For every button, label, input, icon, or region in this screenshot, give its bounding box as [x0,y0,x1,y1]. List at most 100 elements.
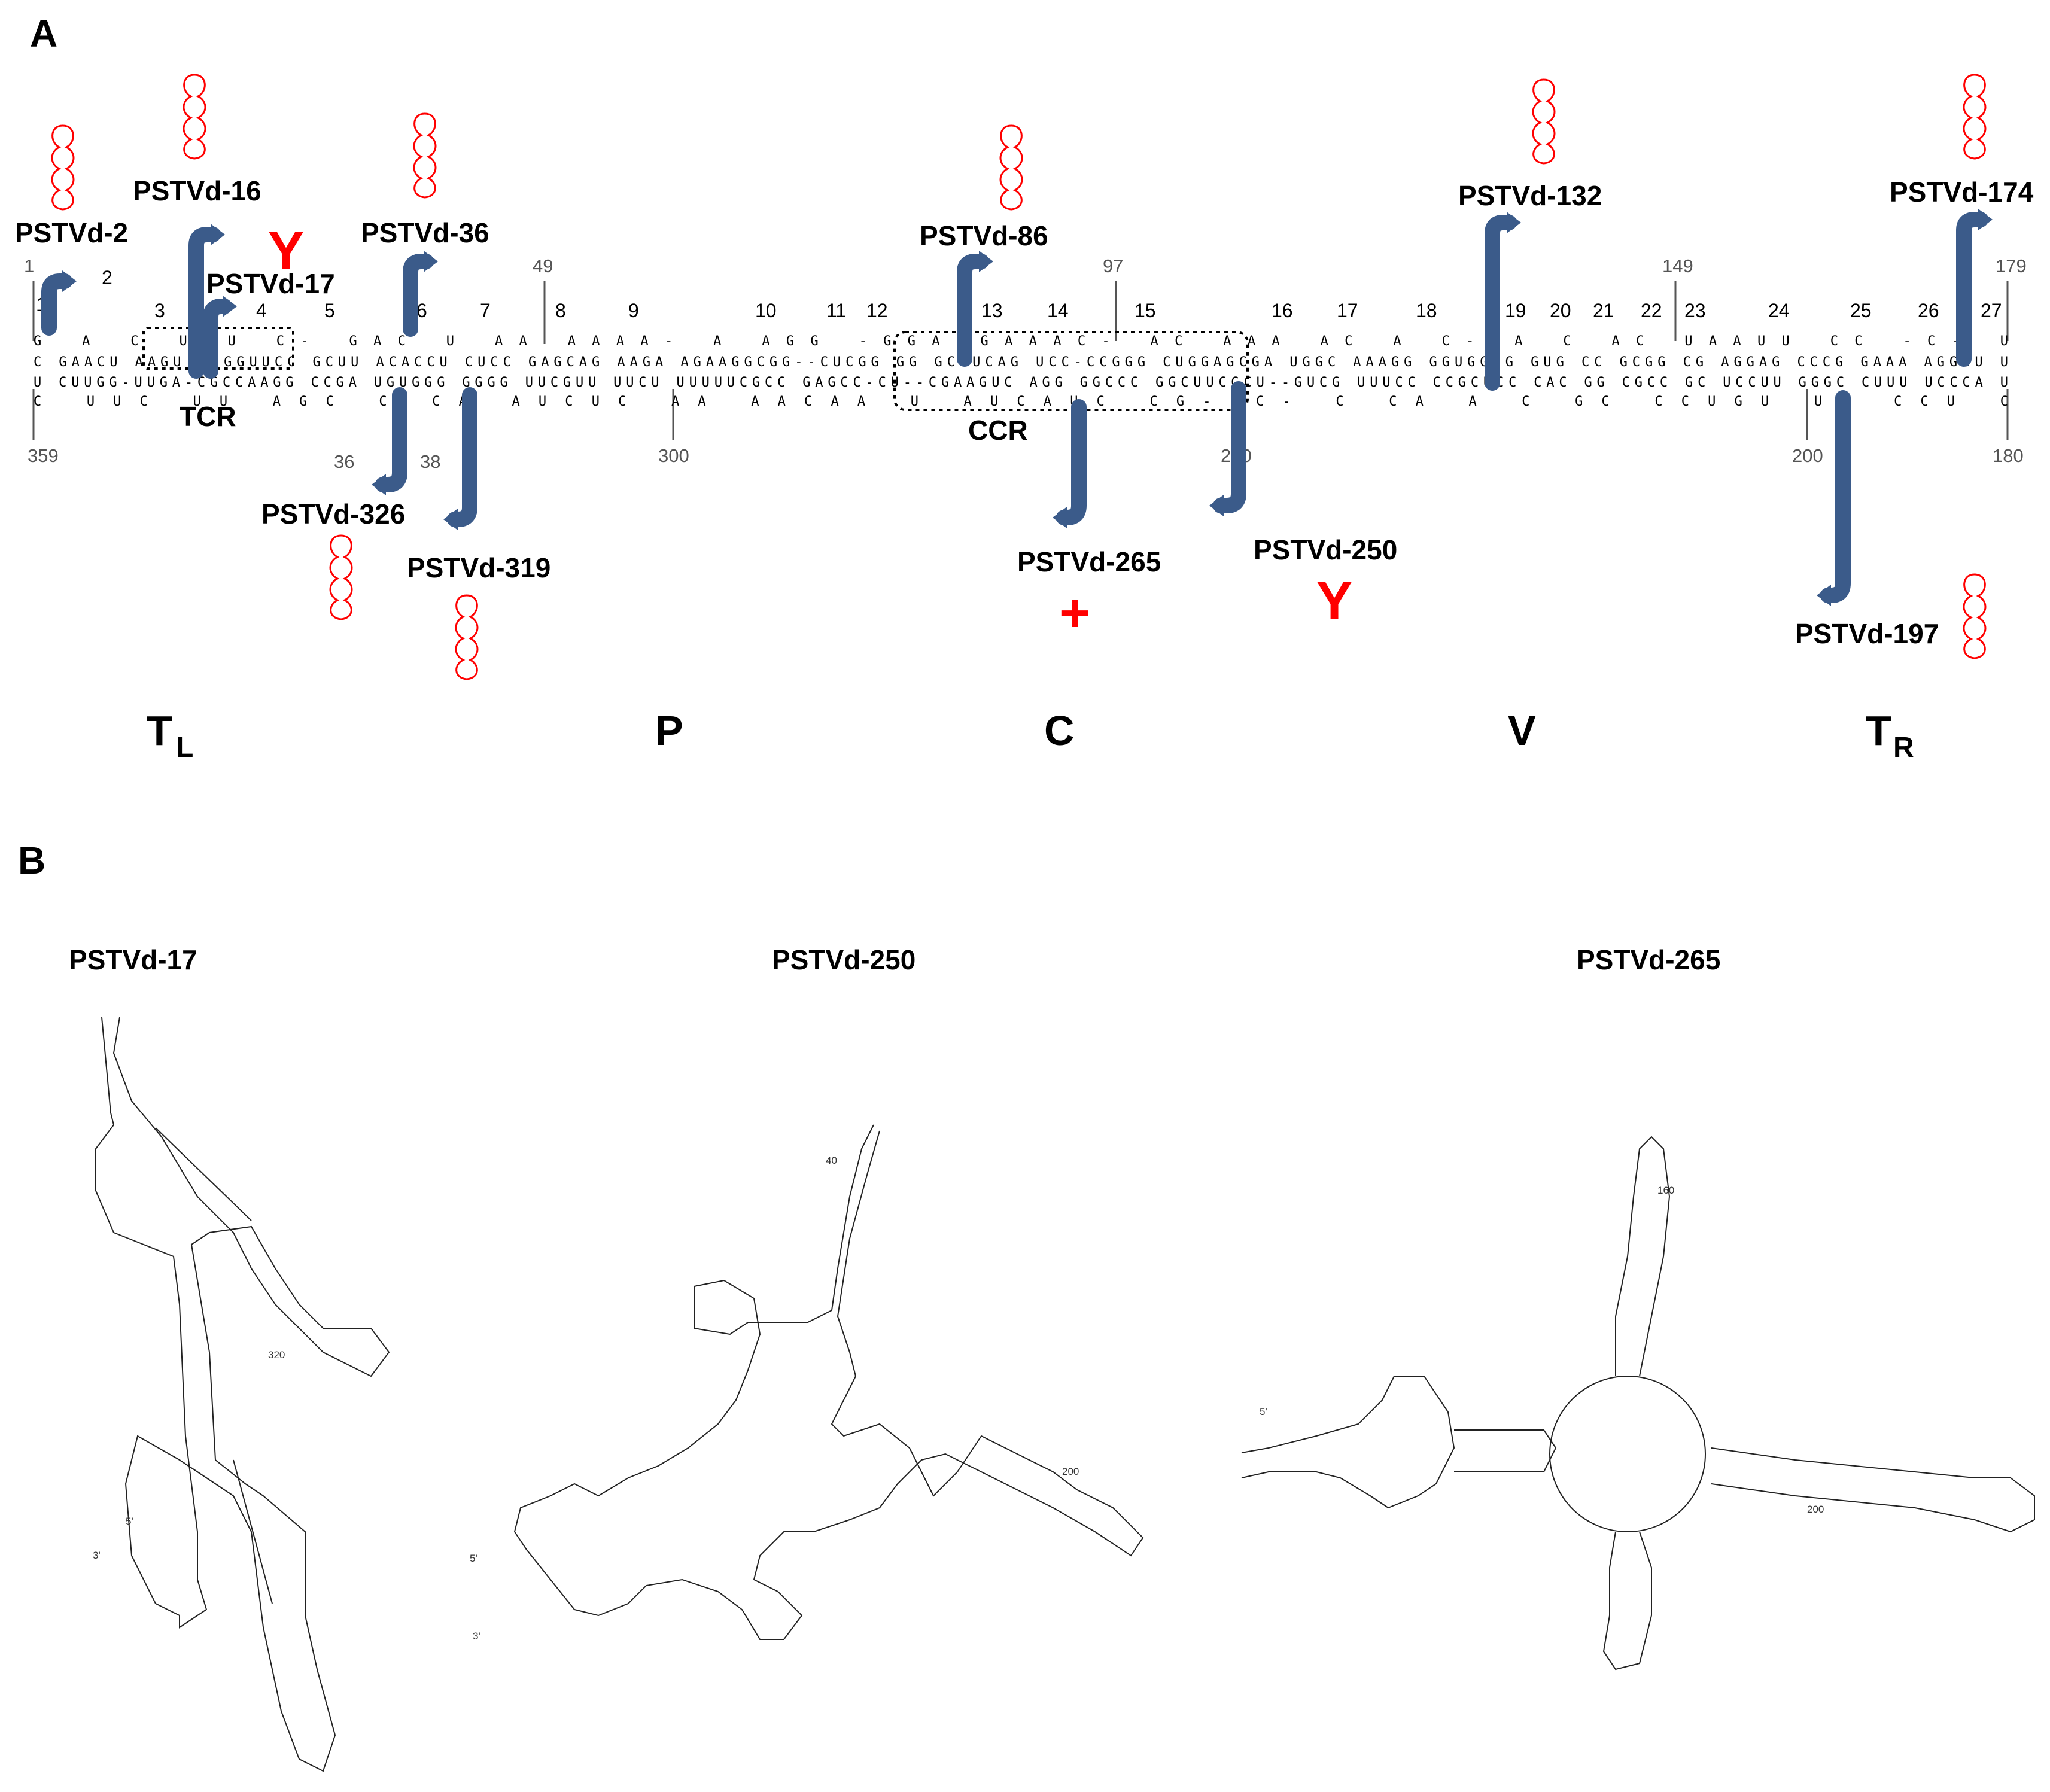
arrow-pstvd36 [403,254,434,337]
arrow-pstvd250 [1213,381,1246,513]
five-prime-label: 5' [126,1516,133,1527]
loop-number: 26 [1918,300,1939,321]
mark-y-pstvd17: Y [268,221,304,281]
ccr-box [893,331,1249,411]
loop-number: 21 [1593,300,1614,321]
position-number: 49 [533,255,553,276]
sequence-top-stem: C GAACU AAGU CUGGUUCC GCUU ACACCU CUCC G… [34,355,2008,370]
hairpin-glyph-pstvd132 [1532,78,1556,165]
loop-number: 2 [102,267,112,288]
position-number: 1 [24,255,34,276]
loop-number: 5 [324,300,335,321]
loop-number: 12 [866,300,888,321]
position-number: 359 [28,445,59,466]
loop-number: 15 [1135,300,1156,321]
domain-tl: T [147,707,172,754]
probe-arrows [41,209,1993,606]
probe-label-pstvd197: PSTVd-197 [1795,618,1939,649]
domain-v: V [1508,707,1536,754]
structure-title-pstvd265: PSTVd-265 [1577,944,1720,975]
loop-number: 6 [416,300,427,321]
position-ticks [32,281,2009,440]
probe-label-pstvd319: PSTVd-319 [407,552,550,583]
loop-number: 17 [1337,300,1358,321]
arrow-pstvd86 [957,254,989,367]
arrowhead-pstvd132 [1507,212,1521,233]
position-number: 38 [420,451,440,472]
mark-plus-pstvd265: + [1059,583,1091,643]
arrowhead-pstvd319 [443,509,458,530]
probe-labels: PSTVd-2 PSTVd-16 PSTVd-17 PSTVd-36 PSTVd… [15,175,2034,649]
hairpin-glyph-pstvd326 [329,534,353,620]
hairpin-glyph-pstvd86 [999,124,1023,211]
loop-number: 18 [1416,300,1437,321]
probe-label-pstvd86: PSTVd-86 [920,220,1048,251]
arrowhead-pstvd197 [1817,585,1831,606]
domain-c: C [1044,707,1075,754]
hairpin-glyph-pstvd2 [51,124,75,211]
loop-number: 20 [1550,300,1571,321]
hairpin-glyphs [51,74,1987,680]
arrowhead-pstvd16 [211,224,225,245]
structure-title-pstvd17: PSTVd-17 [69,944,197,975]
tcr-label: TCR [180,401,236,432]
panel-a-label: A [30,12,57,55]
loop-number: 9 [628,300,639,321]
arrow-pstvd17 [203,299,232,379]
probe-label-pstvd326: PSTVd-326 [261,498,405,530]
domain-labels: T L P C V T R [147,707,1914,763]
secondary-structure-sequence: G A C UGU C- GAC U AA AAAA- A AGG -GGA G… [34,334,2008,409]
arrow-pstvd197 [1820,390,1851,603]
probe-label-pstvd17: PSTVd-17 [206,268,335,299]
nt-number: 40 [826,1155,837,1166]
position-number: 36 [334,451,354,472]
structure-title-pstvd250: PSTVd-250 [772,944,915,975]
position-number: 179 [1996,255,2027,276]
loop-number: 23 [1684,300,1706,321]
arrow-pstvd326 [375,387,407,492]
loop-number: 25 [1850,300,1872,321]
hairpin-glyph-pstvd36 [413,112,437,199]
arrowhead-pstvd265 [1053,507,1067,528]
structure-pstvd17: 320 5' 3' [93,1017,390,1772]
hairpin-glyph-pstvd16 [183,74,206,160]
loop-number: 24 [1768,300,1790,321]
nt-number: 200 [1807,1504,1824,1515]
sequence-bottom-loops: C UUC UU AGC C CA AUCUC AA AACAA U AUCAU… [34,394,2008,409]
loop-number: 27 [1981,300,2002,321]
arrowhead-pstvd250 [1209,495,1224,516]
structure-pstvd250: 40 200 5' 3' [470,1124,1144,1642]
loop-numbers: 1 2 3 4 5 6 7 8 9 10 11 12 13 14 15 16 1… [36,267,2002,321]
nt-number: 200 [1062,1466,1079,1477]
loop-number: 10 [755,300,777,321]
nt-number: 160 [1657,1185,1674,1196]
domain-p: P [655,707,683,754]
position-number: 180 [1993,445,2024,466]
nt-number: 320 [268,1349,285,1361]
three-prime-label: 3' [473,1630,480,1642]
hairpin-glyph-pstvd197 [1963,573,1987,659]
arrow-pstvd16 [188,227,221,379]
arrow-pstvd2 [41,273,72,336]
five-prime-label: 5' [470,1553,477,1564]
arrow-pstvd132 [1485,215,1517,391]
position-number: 200 [1792,445,1823,466]
arrow-pstvd174 [1956,212,1988,367]
ccr-label: CCR [968,415,1028,446]
sequence-top-loops: G A C UGU C- GAC U AA AAAA- A AGG -GGA G… [34,334,2008,349]
probe-label-pstvd174: PSTVd-174 [1890,177,2034,208]
loop-number: 4 [256,300,267,321]
arrow-pstvd265 [1056,399,1087,525]
position-number: 149 [1662,255,1693,276]
domain-tr: T [1866,707,1891,754]
arrow-pstvd319 [447,387,477,527]
domain-tl-subscript: L [176,732,193,763]
probe-label-pstvd250: PSTVd-250 [1254,534,1397,565]
mark-y-pstvd250: Y [1316,571,1352,631]
position-numbers: 1 49 97 149 179 359 300 200 180 36 38 21… [24,255,2027,472]
sequence-bottom-stem: U CUUGG-UUGA-CGCCAAGG CCGA UGUGGG GGGG U… [34,375,2008,390]
loop-number: 19 [1505,300,1526,321]
loop-number: 14 [1047,300,1069,321]
loop-number: 3 [154,300,165,321]
